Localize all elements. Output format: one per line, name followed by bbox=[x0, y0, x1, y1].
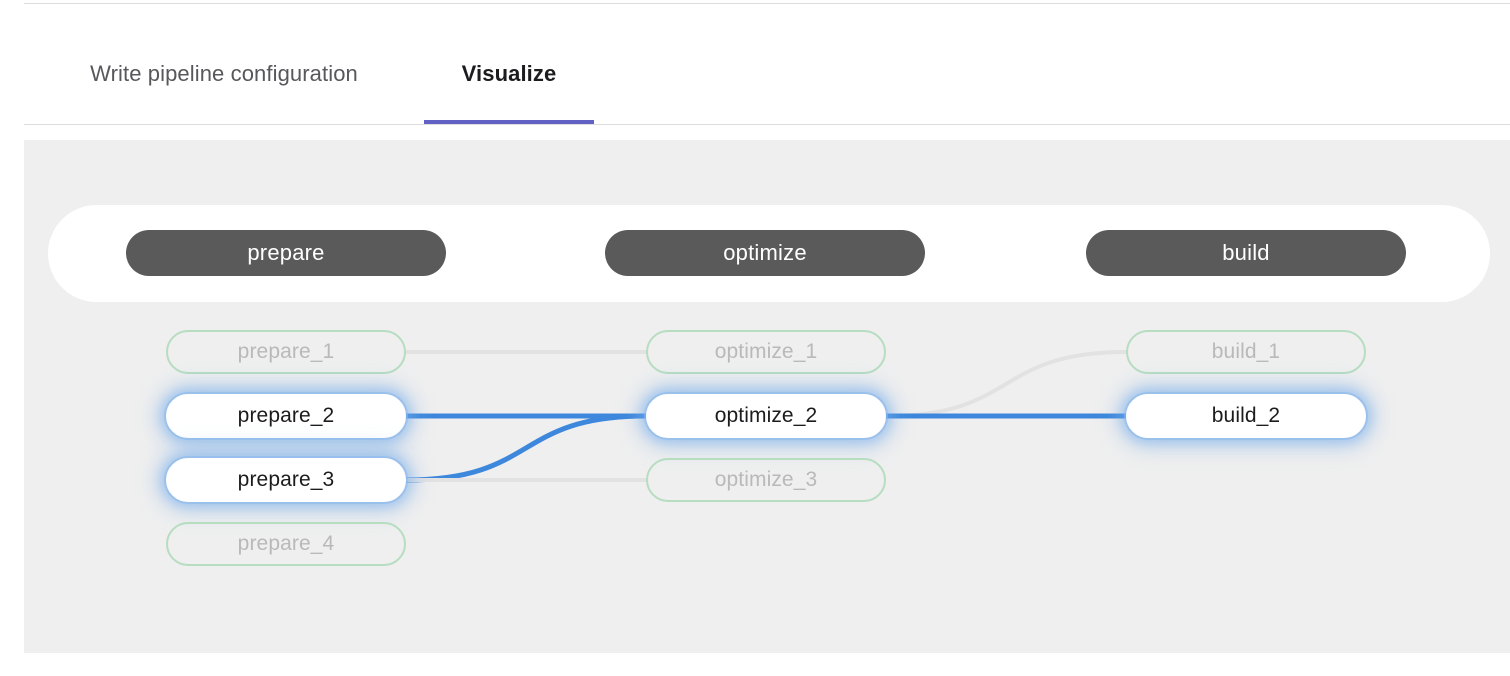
tab-active-underline bbox=[424, 120, 594, 124]
edge-optimize_2-to-build_1 bbox=[884, 350, 1128, 418]
stage-pill-prepare-label: prepare bbox=[247, 240, 325, 265]
job-node-optimize_1[interactable]: optimize_1 bbox=[646, 330, 886, 374]
tab-visualize[interactable]: Visualize bbox=[424, 24, 594, 124]
stage-pill-optimize[interactable]: optimize bbox=[605, 230, 925, 276]
job-node-label: prepare_4 bbox=[237, 532, 335, 555]
stage-pill-optimize-label: optimize bbox=[723, 240, 807, 265]
job-node-label: build_2 bbox=[1211, 404, 1281, 427]
stage-pill-build[interactable]: build bbox=[1086, 230, 1406, 276]
job-node-optimize_3[interactable]: optimize_3 bbox=[646, 458, 886, 502]
job-node-optimize_2[interactable]: optimize_2 bbox=[646, 394, 886, 438]
tab-write-pipeline-configuration-label: Write pipeline configuration bbox=[90, 61, 358, 86]
edge-prepare_3-to-optimize_2 bbox=[403, 413, 649, 483]
job-node-prepare_4[interactable]: prepare_4 bbox=[166, 522, 406, 566]
top-divider bbox=[24, 3, 1510, 4]
job-node-label: prepare_3 bbox=[237, 468, 335, 491]
tab-write-pipeline-configuration[interactable]: Write pipeline configuration bbox=[24, 24, 424, 124]
job-node-label: prepare_1 bbox=[237, 340, 335, 363]
job-node-label: build_1 bbox=[1211, 340, 1281, 363]
tab-visualize-label: Visualize bbox=[461, 61, 557, 86]
job-node-build_2[interactable]: build_2 bbox=[1126, 394, 1366, 438]
stage-pill-build-label: build bbox=[1222, 240, 1270, 265]
pipeline-graph-canvas[interactable]: prepare optimize build prepare_1 prepare_… bbox=[24, 140, 1510, 653]
tab-bar: Write pipeline configuration Visualize bbox=[24, 24, 1510, 125]
job-node-label: optimize_3 bbox=[714, 468, 818, 491]
job-node-label: prepare_2 bbox=[237, 404, 335, 427]
job-node-prepare_2[interactable]: prepare_2 bbox=[166, 394, 406, 438]
job-node-build_1[interactable]: build_1 bbox=[1126, 330, 1366, 374]
stage-pill-prepare[interactable]: prepare bbox=[126, 230, 446, 276]
job-node-prepare_1[interactable]: prepare_1 bbox=[166, 330, 406, 374]
job-node-label: optimize_2 bbox=[714, 404, 818, 427]
job-node-prepare_3[interactable]: prepare_3 bbox=[166, 458, 406, 502]
job-node-label: optimize_1 bbox=[714, 340, 818, 363]
